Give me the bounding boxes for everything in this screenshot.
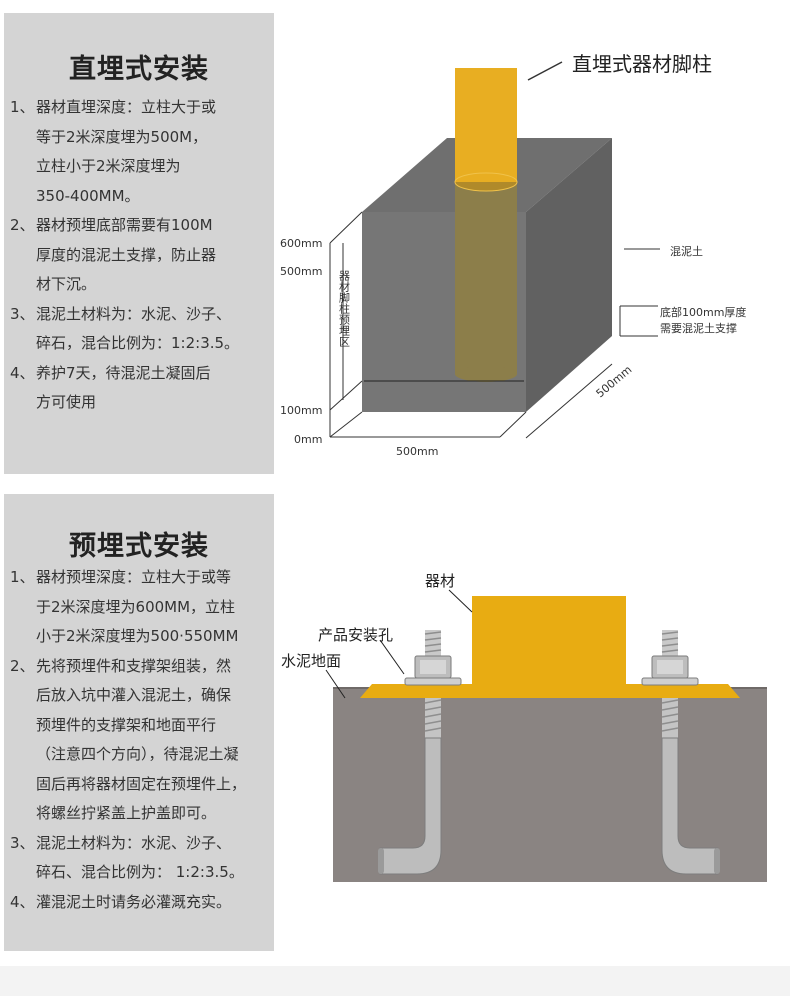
install-hole-label: 产品安装孔 [318, 626, 393, 644]
concrete-label: 混泥土 [670, 245, 703, 258]
step-item: 4、养护7天，待混泥土凝固后 方可使用 [10, 359, 272, 418]
panel-direct-burial: 直埋式安装 1、器材直埋深度：立柱大于或 等于2米深度埋为500M， 立柱小于2… [4, 13, 274, 474]
bottom-divider [0, 966, 790, 996]
pole-entry-ring [454, 172, 518, 192]
bottom-note-line2: 需要混泥土支撑 [660, 321, 737, 335]
step-item: 1、器材预埋深度：立柱大于或等 于2米深度埋为600MM，立柱 小于2米深度埋为… [10, 563, 272, 652]
step-item: 2、器材预埋底部需要有100M 厚度的混泥土支撑，防止器 材下沉。 [10, 211, 272, 300]
step-item: 1、器材直埋深度：立柱大于或 等于2米深度埋为500M， 立柱小于2米深度埋为 … [10, 93, 272, 211]
left-anchor-bolt [378, 630, 462, 875]
step-text: 器材直埋深度：立柱大于或 等于2米深度埋为500M， 立柱小于2米深度埋为 35… [36, 98, 217, 205]
concrete-right-face [526, 138, 612, 412]
direct-burial-diagram: 直埋式器材脚柱 混泥土 底部100mm厚度 需要混泥土支撑 600mm 500m… [280, 52, 746, 458]
step-text: 先将预埋件和支撑架组装，然 后放入坑中灌入混泥土，确保 预埋件的支撑架和地面平行… [36, 656, 247, 823]
pole-buried-bottom [455, 366, 517, 382]
step-number: 4、 [10, 892, 35, 911]
equipment-body [472, 596, 626, 696]
step-number: 3、 [10, 833, 35, 852]
step-list-embedded: 1、器材预埋深度：立柱大于或等 于2米深度埋为600MM，立柱 小于2米深度埋为… [10, 563, 272, 917]
step-text: 混泥土材料为：水泥、沙子、 碎石、混合比例为： 1:2:3.5。 [36, 833, 244, 882]
vertical-zone-label: 器材脚柱预埋区 [338, 270, 351, 347]
dim-label-0: 0mm [294, 433, 322, 446]
depth-label: 500mm [594, 363, 635, 400]
step-number: 3、 [10, 304, 35, 323]
right-anchor-bolt [641, 630, 720, 875]
step-number: 2、 [10, 216, 35, 234]
embedded-install-diagram: 器材 产品安装孔 水泥地面 [281, 572, 767, 882]
panel-embedded-install: 预埋式安装 1、器材预埋深度：立柱大于或等 于2米深度埋为600MM，立柱 小于… [4, 494, 274, 951]
dim-label-600: 600mm [280, 237, 322, 250]
step-item: 2、先将预埋件和支撑架组装，然 后放入坑中灌入混泥土，确保 预埋件的支撑架和地面… [10, 652, 272, 829]
equipment-label: 器材 [425, 572, 455, 590]
leader-lines [325, 589, 473, 699]
width-label: 500mm [396, 445, 438, 458]
pole-buried-part [455, 182, 517, 374]
section-title-direct-burial: 直埋式安装 [69, 54, 209, 85]
dimension-lines [329, 61, 660, 439]
step-text: 灌混泥土时请务必灌溉充实。 [36, 892, 232, 911]
pole-label: 直埋式器材脚柱 [572, 52, 712, 76]
step-number: 1、 [10, 568, 35, 586]
step-number: 2、 [10, 656, 35, 675]
step-text: 养护7天，待混泥土凝固后 方可使用 [36, 363, 211, 412]
step-text: 器材预埋底部需要有100M 厚度的混泥土支撑，防止器 材下沉。 [36, 216, 217, 293]
ground-label: 水泥地面 [281, 652, 341, 670]
step-item: 3、混泥土材料为：水泥、沙子、 碎石、混合比例为： 1:2:3.5。 [10, 829, 272, 888]
dim-label-500: 500mm [280, 265, 322, 278]
pole-above-ground [455, 68, 517, 182]
step-text: 混泥土材料为：水泥、沙子、 碎石，混合比例为：1:2:3.5。 [36, 304, 240, 353]
step-list-direct-burial: 1、器材直埋深度：立柱大于或 等于2米深度埋为500M， 立柱小于2米深度埋为 … [10, 93, 272, 418]
step-number: 4、 [10, 363, 35, 382]
step-text: 器材预埋深度：立柱大于或等 于2米深度埋为600MM，立柱 小于2米深度埋为50… [36, 568, 239, 645]
step-number: 1、 [10, 98, 35, 116]
step-item: 4、灌混泥土时请务必灌溉充实。 [10, 888, 272, 918]
dim-label-100: 100mm [280, 404, 322, 417]
step-item: 3、混泥土材料为：水泥、沙子、 碎石，混合比例为：1:2:3.5。 [10, 300, 272, 359]
section-title-embedded: 预埋式安装 [69, 531, 209, 562]
bottom-note-line1: 底部100mm厚度 [660, 305, 746, 319]
